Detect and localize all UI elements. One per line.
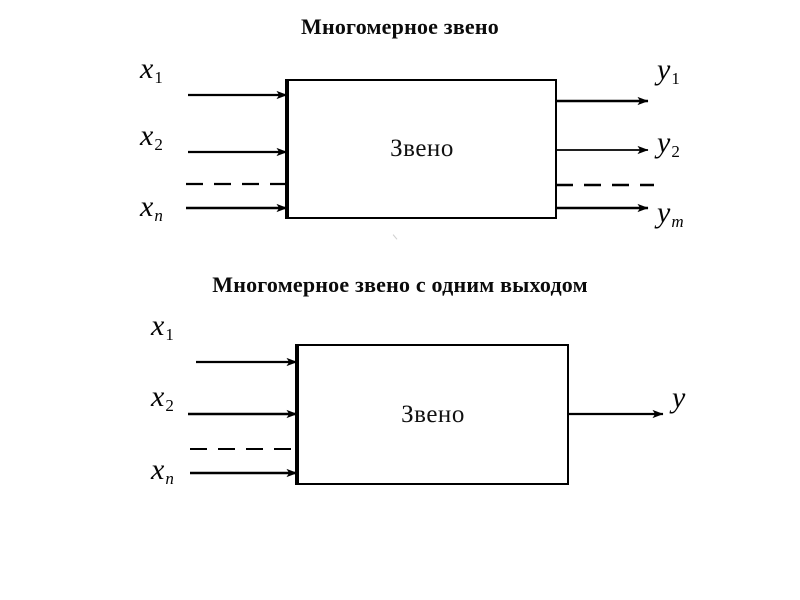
output-label-y: y [672, 381, 686, 414]
block-label: Звено [390, 135, 454, 162]
block-zveno-multivariable: Звено [285, 79, 557, 219]
output-label-ym: ym [657, 196, 684, 231]
block-label: Звено [401, 400, 465, 428]
diagram-1-output-arrows [556, 96, 654, 213]
input-label-xn: xn [140, 190, 163, 225]
input-label-x2: x2 [151, 380, 174, 415]
scan-artifact-mark: ᐠ [392, 233, 399, 249]
input-label-x1: x1 [140, 52, 163, 87]
output-label-y2: y2 [657, 126, 680, 161]
diagram-2-title: Многомерное звено с одним выходом [212, 272, 588, 297]
diagram-2-input-arrows [188, 357, 298, 478]
input-label-x2: x2 [140, 119, 163, 154]
output-label-y1: y1 [657, 53, 680, 88]
diagram-1-title: Многомерное звено [301, 14, 499, 39]
input-label-x1: x1 [151, 309, 174, 344]
block-zveno-single-output: Звено [295, 344, 569, 485]
diagram-1-input-arrows [186, 90, 288, 213]
input-label-xn: xn [151, 453, 174, 488]
